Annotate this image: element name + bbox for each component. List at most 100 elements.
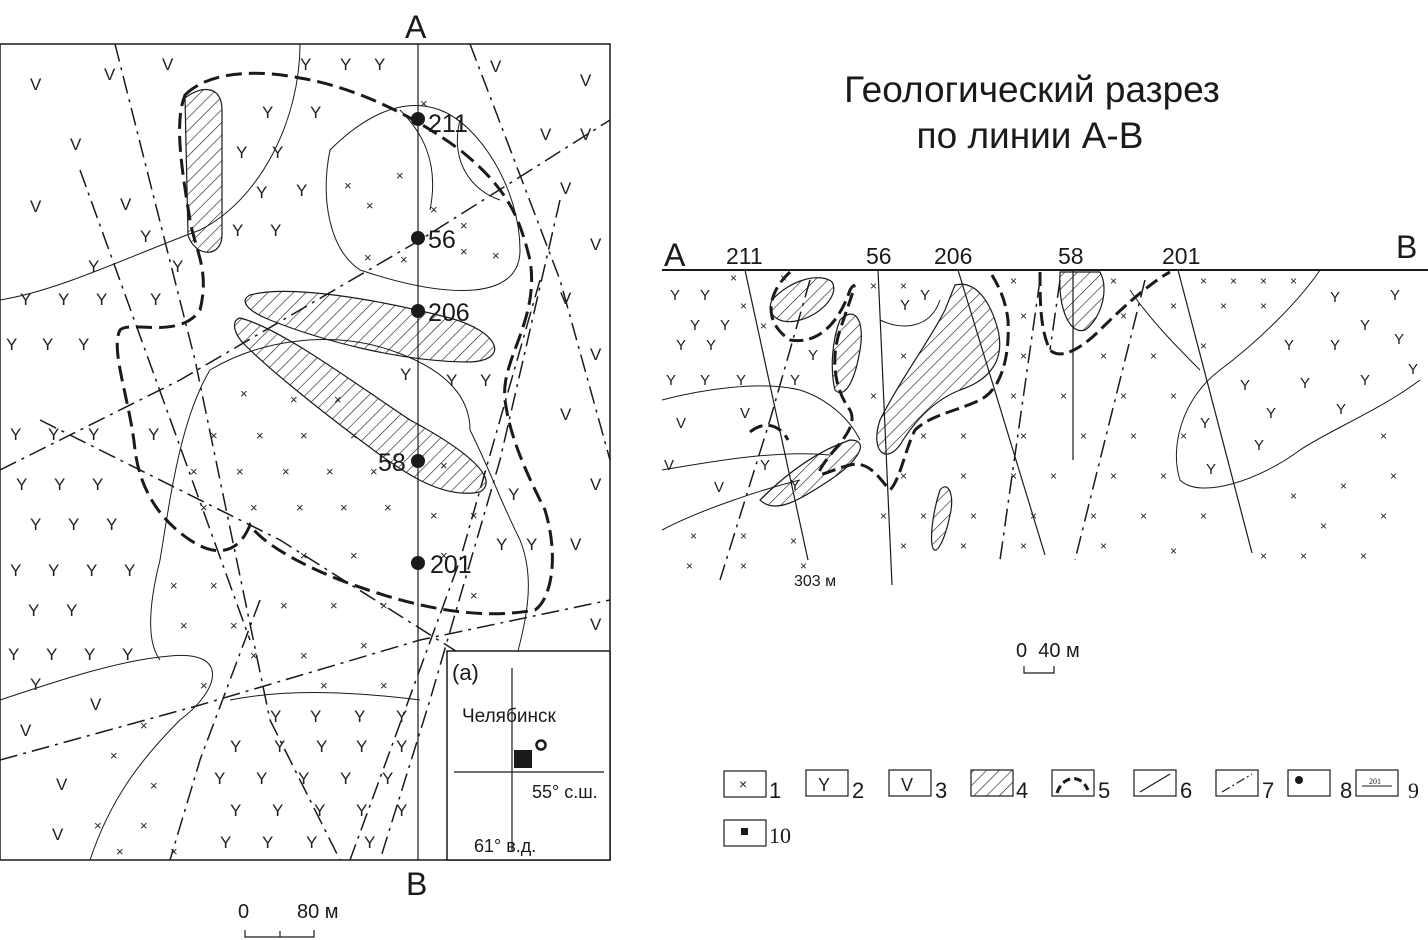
legend-sample-well: 201 [1369,777,1381,786]
svg-text:×: × [1140,509,1147,523]
section-well-label: 206 [934,243,972,269]
map-scale-start: 0 [238,901,249,923]
section-well-traces [744,269,1253,586]
cross-section: А B 211 56 206 58 201 [661,229,1428,674]
svg-text:V: V [590,235,602,254]
faults [0,43,611,861]
svg-text:×: × [396,168,404,183]
svg-text:Y: Y [374,55,385,74]
svg-text:×: × [1260,299,1267,313]
section-well-label: 58 [1058,243,1084,269]
map-label-b: B [406,866,427,902]
svg-text:V: V [590,475,602,494]
ore-bodies [184,88,496,494]
svg-text:Y: Y [54,475,65,494]
svg-text:×: × [1020,349,1027,363]
svg-text:Y: Y [666,372,676,389]
svg-text:×: × [1150,349,1157,363]
svg-text:×: × [900,539,907,553]
svg-text:×: × [350,428,358,443]
svg-text:×: × [1100,539,1107,553]
svg-text:×: × [686,559,693,573]
svg-text:×: × [1200,339,1207,353]
contact-line-icon [1139,773,1171,793]
svg-text:×: × [760,319,767,333]
svg-text:×: × [366,198,374,213]
svg-text:V: V [590,345,602,364]
svg-text:V: V [560,289,572,308]
svg-text:Y: Y [480,371,491,390]
svg-text:×: × [400,252,408,267]
legend-label: 6 [1180,778,1192,803]
svg-text:×: × [300,648,308,663]
svg-text:×: × [1170,299,1177,313]
svg-text:V: V [560,405,572,424]
svg-text:×: × [380,678,388,693]
svg-text:Y: Y [298,769,309,788]
svg-text:×: × [800,559,807,573]
svg-text:Y: Y [214,769,225,788]
svg-text:Y: Y [30,515,41,534]
well-label: 58 [378,449,406,477]
svg-text:×: × [1030,509,1037,523]
section-contacts [661,269,1421,531]
section-label-a: А [664,237,686,273]
svg-text:×: × [420,96,428,111]
svg-text:Y: Y [58,290,69,309]
well-marker[interactable] [411,112,425,126]
map-frame [0,43,611,861]
well-marker[interactable] [411,556,425,570]
well-marker[interactable] [411,231,425,245]
svg-text:×: × [780,271,787,285]
legend-swatch-basalt [888,769,932,797]
svg-text:Y: Y [66,601,77,620]
legend-swatch-fault [1215,769,1259,797]
svg-text:Y: Y [1336,401,1346,418]
well-marker[interactable] [411,454,425,468]
svg-text:×: × [200,500,208,515]
svg-text:Y: Y [256,769,267,788]
legend-swatch-boundary [1051,769,1095,797]
svg-text:×: × [150,778,158,793]
svg-text:×: × [236,464,244,479]
svg-text:Y: Y [1200,415,1210,432]
svg-text:Y: Y [1300,375,1310,392]
svg-text:×: × [1100,349,1107,363]
svg-text:×: × [190,464,198,479]
svg-text:×: × [492,248,500,263]
svg-text:×: × [690,529,697,543]
svg-text:Y: Y [306,833,317,852]
svg-text:×: × [1050,469,1057,483]
svg-text:V: V [162,55,174,74]
cross-icon: × [739,776,747,792]
city-square-icon [514,750,532,768]
svg-text:×: × [320,678,328,693]
legend-label: 9 [1408,778,1419,803]
svg-text:Y: Y [340,55,351,74]
svg-text:×: × [1010,274,1017,288]
svg-text:Y: Y [340,769,351,788]
svg-text:V: V [580,71,592,90]
legend-label: 1 [769,778,781,803]
svg-text:×: × [970,509,977,523]
svg-text:Y: Y [10,561,21,580]
legend: × 1 Y 2 V 3 4 5 6 7 8 201 9 [723,769,1419,848]
svg-text:V: V [570,535,582,554]
svg-text:×: × [430,508,438,523]
svg-text:×: × [1340,479,1347,493]
svg-text:×: × [330,598,338,613]
svg-text:×: × [470,508,478,523]
well-marker[interactable] [411,304,425,318]
svg-text:×: × [296,500,304,515]
svg-text:×: × [900,349,907,363]
svg-text:×: × [460,218,468,233]
svg-text:Y: Y [46,645,57,664]
svg-text:×: × [1170,389,1177,403]
svg-text:×: × [960,539,967,553]
dashed-boundary-icon [1055,777,1090,794]
svg-text:×: × [364,250,372,265]
svg-text:V: V [52,825,64,844]
svg-text:×: × [1130,429,1137,443]
svg-text:Y: Y [20,290,31,309]
